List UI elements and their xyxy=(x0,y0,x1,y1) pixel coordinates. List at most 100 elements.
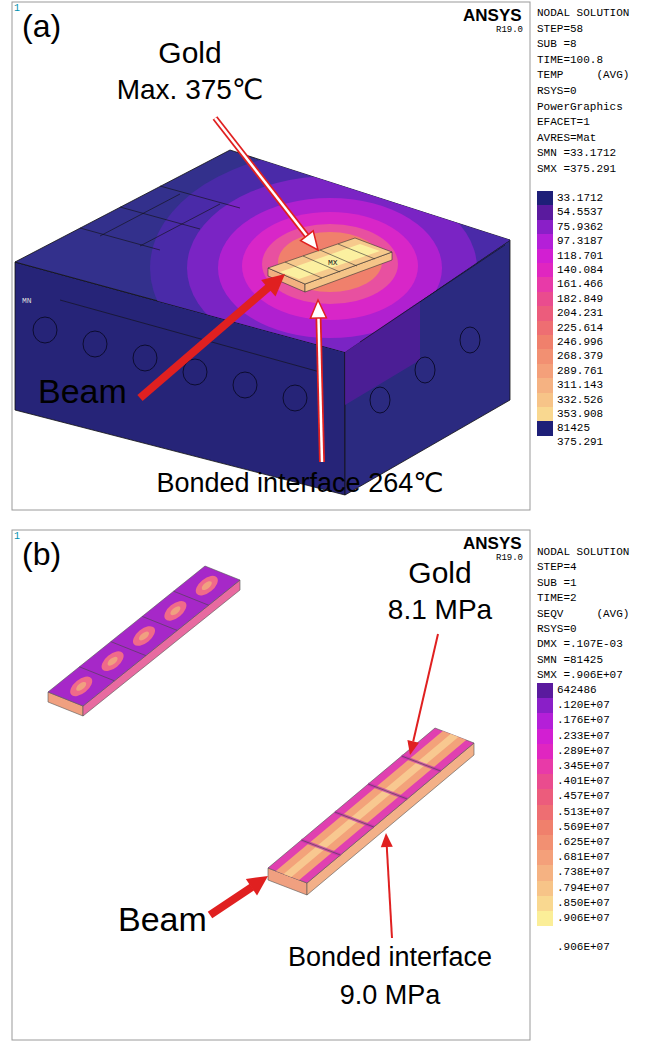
legend-swatch xyxy=(537,850,553,865)
legend-value: .233E+07 xyxy=(557,729,610,744)
solution-info: SEQV (AVG) xyxy=(537,608,629,621)
solution-info: SMN =33.1712 xyxy=(537,147,616,160)
legend-swatch xyxy=(537,865,553,880)
legend-swatch xyxy=(537,335,553,349)
legend-swatch xyxy=(537,698,553,713)
legend-value: 225.614 xyxy=(557,321,603,335)
legend-swatch xyxy=(537,881,553,896)
legend-value: 642486 xyxy=(557,683,597,698)
legend-value: 332.526 xyxy=(557,393,603,407)
legend-swatch xyxy=(537,205,553,219)
solution-info: SUB =1 xyxy=(537,577,577,590)
legend-swatch xyxy=(537,378,553,392)
legend-value: .681E+07 xyxy=(557,850,610,865)
software-version: R19.0 xyxy=(496,553,523,563)
legend-swatch xyxy=(537,407,553,421)
legend-swatch xyxy=(537,393,553,407)
legend-swatch xyxy=(537,683,553,698)
legend-value: 161.466 xyxy=(557,277,603,291)
solution-info: RSYS=0 xyxy=(537,85,577,98)
legend-swatch xyxy=(537,234,553,248)
solution-info: TEMP (AVG) xyxy=(537,69,629,82)
solution-info: TIME=100.8 xyxy=(537,54,603,67)
max-marker: MX xyxy=(328,258,338,267)
software-name: ANSYS xyxy=(463,534,522,554)
panel-letter: (b) xyxy=(22,536,61,573)
legend-value: 54.5537 xyxy=(557,205,603,219)
legend-swatch xyxy=(537,321,553,335)
scale-value: 375.291 xyxy=(557,436,603,449)
legend-value: 204.231 xyxy=(557,306,603,320)
legend-value: .289E+07 xyxy=(557,744,610,759)
solution-info: SMN =81425 xyxy=(537,654,603,667)
material-label: Gold xyxy=(408,556,471,591)
legend-swatch xyxy=(537,191,553,205)
legend-swatch xyxy=(537,349,553,363)
solution-info: SMX =.906E+07 xyxy=(537,669,623,682)
beam-label: Beam xyxy=(118,900,207,939)
legend-value: 81425 xyxy=(557,421,590,435)
legend-value: 289.761 xyxy=(557,364,603,378)
legend-value: .738E+07 xyxy=(557,865,610,880)
legend-value: 118.701 xyxy=(557,249,603,263)
legend-value: 311.143 xyxy=(557,378,603,392)
legend-value: .401E+07 xyxy=(557,774,610,789)
legend-value: .176E+07 xyxy=(557,713,610,728)
legend-swatch xyxy=(537,364,553,378)
solution-info: SUB =8 xyxy=(537,38,577,51)
solution-info: NODAL SOLUTION xyxy=(537,546,629,559)
solution-info: TIME=2 xyxy=(537,592,577,605)
legend-swatch xyxy=(537,713,553,728)
legend-swatch xyxy=(537,292,553,306)
legend-swatch xyxy=(537,896,553,911)
panel-index: 1 xyxy=(14,531,20,543)
stress-label: 9.0 MPa xyxy=(340,980,441,1011)
interface-label: Bonded interface xyxy=(288,942,492,973)
stress-label: 8.1 MPa xyxy=(388,594,492,626)
solution-info: DMX =.107E-03 xyxy=(537,638,623,651)
legend-swatch xyxy=(537,263,553,277)
legend-value: 182.849 xyxy=(557,292,603,306)
min-marker: MN xyxy=(22,296,32,305)
legend-value: .850E+07 xyxy=(557,896,610,911)
legend-value: .569E+07 xyxy=(557,820,610,835)
legend-value: .906E+07 xyxy=(557,911,610,926)
legend-value: .794E+07 xyxy=(557,881,610,896)
legend-value: 268.379 xyxy=(557,349,603,363)
scale-value: .906E+07 xyxy=(557,941,610,954)
solution-info: PowerGraphics xyxy=(537,101,623,114)
legend-swatch xyxy=(537,805,553,820)
solution-info: SMX =375.291 xyxy=(537,163,616,176)
legend-value: .345E+07 xyxy=(557,759,610,774)
software-name: ANSYS xyxy=(463,6,522,26)
legend-value: .120E+07 xyxy=(557,698,610,713)
legend-swatch xyxy=(537,835,553,850)
legend-swatch xyxy=(537,220,553,234)
legend-value: 33.1712 xyxy=(557,191,603,205)
legend-swatch xyxy=(537,744,553,759)
legend-value: 353.908 xyxy=(557,407,603,421)
legend-swatch xyxy=(537,820,553,835)
legend-swatch xyxy=(537,249,553,263)
temperature-label: Max. 375℃ xyxy=(117,74,264,106)
legend-swatch xyxy=(537,774,553,789)
panel-index: 1 xyxy=(14,3,20,15)
interface-label: Bonded interface 264℃ xyxy=(156,468,443,499)
legend-value: 140.084 xyxy=(557,263,603,277)
legend-value: 97.3187 xyxy=(557,234,603,248)
legend-value: .513E+07 xyxy=(557,805,610,820)
solution-info: RSYS=0 xyxy=(537,623,577,636)
legend-swatch xyxy=(537,277,553,291)
legend-swatch xyxy=(537,306,553,320)
material-label: Gold xyxy=(158,36,221,71)
beam-label: Beam xyxy=(38,372,127,411)
panel-letter: (a) xyxy=(22,8,61,45)
legend-swatch xyxy=(537,759,553,774)
solution-info: AVRES=Mat xyxy=(537,132,596,145)
solution-info: STEP=4 xyxy=(537,561,577,574)
solution-info: NODAL SOLUTION xyxy=(537,7,629,20)
legend-swatch xyxy=(537,789,553,804)
software-version: R19.0 xyxy=(496,25,523,35)
solution-info: STEP=58 xyxy=(537,23,583,36)
